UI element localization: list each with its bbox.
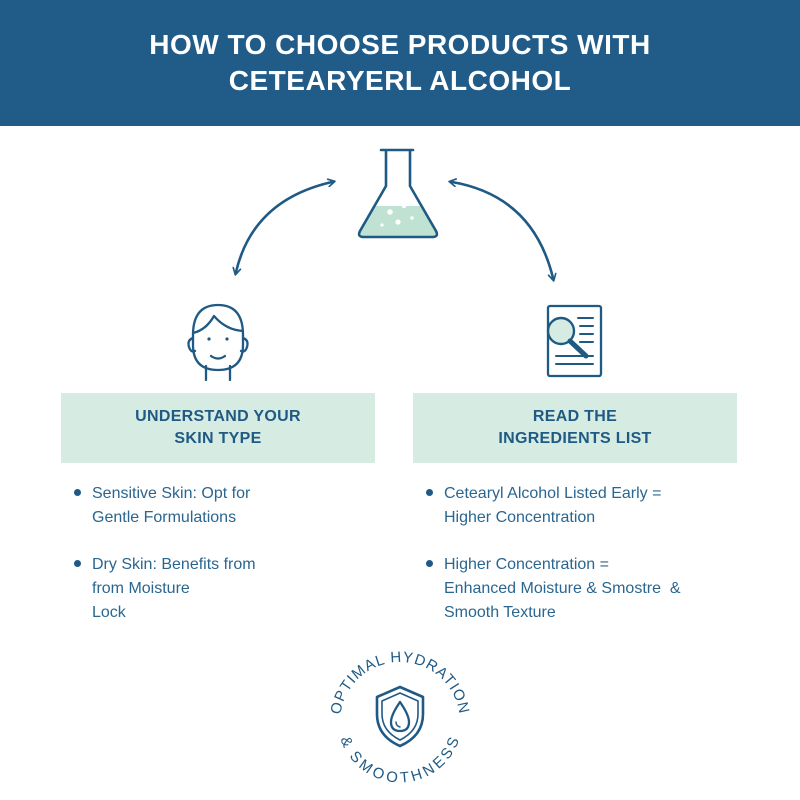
ingredients-heading-line-2: INGREDIENTS LIST (498, 430, 652, 447)
bullet-text-line: Dry Skin: Benefits from (92, 556, 256, 573)
bullet-dot (74, 560, 81, 567)
page-title-line-1: HOW TO CHOOSE PRODUCTS WITH (149, 29, 651, 60)
badge-text-top: OPTIMAL HYDRATION (327, 649, 472, 716)
list-item: Dry Skin: Benefits from from Moisture Lo… (74, 553, 354, 625)
list-item: Higher Concentration = Enhanced Moisture… (426, 553, 756, 625)
shield-droplet-icon (375, 685, 425, 748)
ingredients-panel: READ THE INGREDIENTS LIST (413, 393, 737, 463)
bullet-text-line: Lock (92, 604, 126, 621)
skin-type-panel: UNDERSTAND YOUR SKIN TYPE (61, 393, 375, 463)
flask-icon (357, 148, 439, 239)
bullet-text-line: Smooth Texture (444, 604, 556, 621)
skin-type-bullet-list: Sensitive Skin: Opt for Gentle Formulati… (74, 482, 354, 648)
page-title-line-2: CETEARYERL ALCOHOL (228, 65, 572, 96)
bullet-text-line: Cetearyl Alcohol Listed Early = (444, 485, 662, 502)
right-double-arrow (452, 182, 553, 278)
hydration-badge: OPTIMAL HYDRATION & SMOOTHNESS (327, 649, 472, 787)
face-icon (187, 303, 249, 382)
bullet-dot (426, 560, 433, 567)
ingredients-heading-line-1: READ THE (532, 408, 618, 425)
list-item: Sensitive Skin: Opt for Gentle Formulati… (74, 482, 354, 530)
bullet-dot (74, 489, 81, 496)
skin-type-heading-line-1: UNDERSTAND YOUR (135, 408, 301, 425)
bullet-text-line: Gentle Formulations (92, 509, 237, 526)
document-magnifier-icon (546, 304, 603, 378)
badge-text-bottom: & SMOOTHNESS (337, 734, 464, 787)
bullet-dot (426, 489, 433, 496)
skin-type-heading-line-2: SKIN TYPE (174, 430, 262, 447)
bullet-text-line: Higher Concentration (444, 509, 596, 526)
bullet-text-line: Sensitive Skin: Opt for (92, 485, 251, 502)
bullet-text-line: Higher Concentration = (444, 556, 609, 573)
bullet-text-line: from Moisture (92, 580, 190, 597)
list-item: Cetearyl Alcohol Listed Early = Higher C… (426, 482, 756, 530)
ingredients-bullet-list: Cetearyl Alcohol Listed Early = Higher C… (426, 482, 756, 648)
left-double-arrow (236, 182, 332, 272)
header-banner: HOW TO CHOOSE PRODUCTS WITH CETEARYERL A… (0, 0, 800, 126)
bullet-text-line: Enhanced Moisture & Smostre & (444, 580, 681, 597)
